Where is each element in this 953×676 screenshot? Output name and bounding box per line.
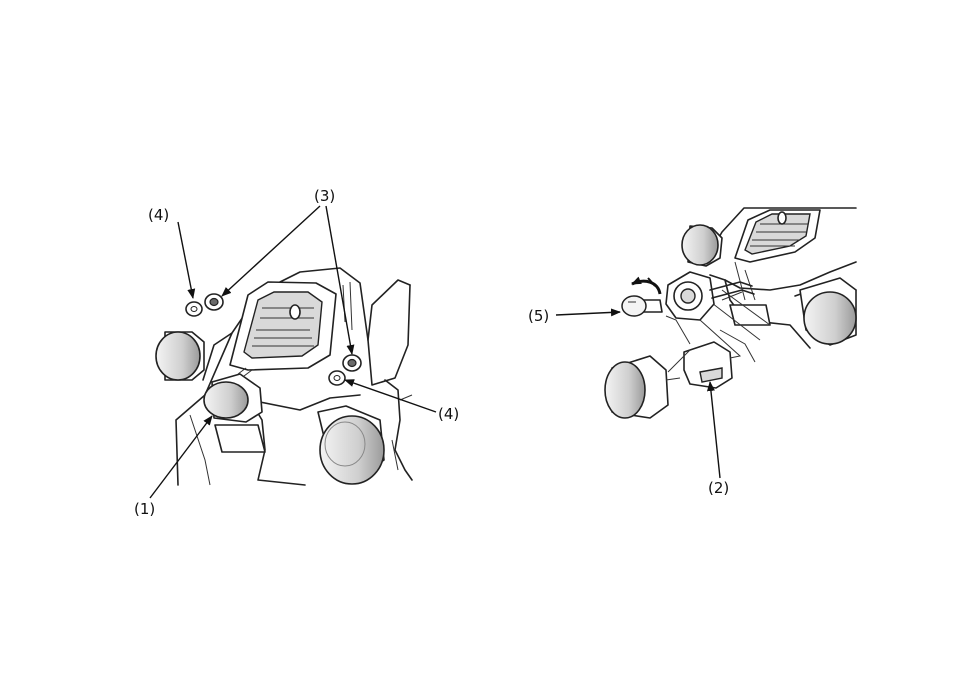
callout-4-left: (4) bbox=[148, 206, 169, 224]
left-nut bbox=[205, 294, 223, 310]
left-turn-signal-rear bbox=[156, 332, 204, 380]
signal-housing bbox=[668, 342, 732, 388]
right-turn-signal bbox=[318, 406, 384, 484]
callout-4-right: (4) bbox=[438, 405, 459, 423]
callout-3: (3) bbox=[314, 187, 335, 205]
callout-2: (2) bbox=[708, 479, 729, 497]
left-washer bbox=[186, 302, 202, 316]
callout-1: (1) bbox=[134, 500, 155, 518]
signal-lens bbox=[605, 356, 680, 418]
rotate-arrow-icon bbox=[632, 278, 660, 294]
callout-5: (5) bbox=[528, 307, 549, 325]
right-view-right-turn-signal bbox=[800, 278, 856, 345]
bulb bbox=[622, 296, 662, 316]
right-view-left-turn-signal bbox=[682, 225, 722, 266]
right-nut bbox=[343, 355, 361, 371]
right-washer bbox=[329, 371, 345, 385]
